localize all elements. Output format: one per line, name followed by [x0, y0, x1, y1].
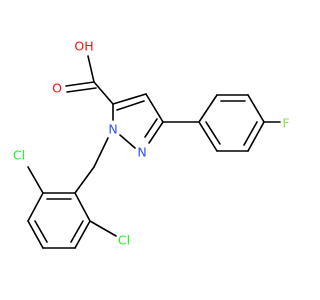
bond-n1-ch2 [93, 137, 109, 168]
bond-ar1-ar2 [198, 94, 218, 123]
bond-ar4-ar5 [247, 121, 265, 152]
atom-n2: N [137, 145, 146, 160]
molecule-structure: OH O N N F Cl Cl [13, 39, 290, 249]
bond-ch2-ring [74, 166, 95, 194]
bond-b2-cl [27, 166, 44, 194]
bond-b3-b4-inner [34, 220, 48, 243]
atom-n1: N [108, 122, 117, 137]
atom-o: O [52, 81, 62, 96]
bond-ar4-ar5-inner [243, 121, 258, 146]
bond-ar6-ar1-inner [205, 121, 221, 145]
bond-c4-c3 [145, 93, 164, 123]
bonds [27, 55, 281, 249]
atom-cl-1: Cl [13, 148, 25, 163]
bond-c5-c4 [112, 93, 147, 105]
bond-b5-b6-inner [70, 220, 84, 243]
atom-f: F [282, 116, 289, 131]
bond-c-o-double-1 [65, 81, 95, 87]
bond-b5-cl [89, 220, 117, 237]
bond-b2-b3 [27, 192, 44, 222]
atom-cl-2: Cl [118, 233, 130, 248]
bond-b6-b1 [74, 192, 91, 222]
bond-ar3-ar4 [247, 94, 265, 123]
bond-c-oh [87, 55, 95, 83]
bond-c-o-double-2 [66, 87, 97, 93]
bond-n2-n1 [119, 134, 136, 149]
bond-c3-n2-inner [144, 118, 158, 138]
bond-b3-b4 [27, 220, 44, 249]
bond-ar6-ar1 [198, 121, 218, 152]
bond-c3-n2 [148, 121, 164, 144]
bond-c-c5 [93, 81, 114, 105]
bond-c5-c4-inner [116, 100, 145, 111]
atom-oh: OH [74, 39, 93, 54]
atom-labels: OH O N N F Cl Cl [13, 39, 290, 248]
bond-b5-b6 [74, 220, 91, 249]
